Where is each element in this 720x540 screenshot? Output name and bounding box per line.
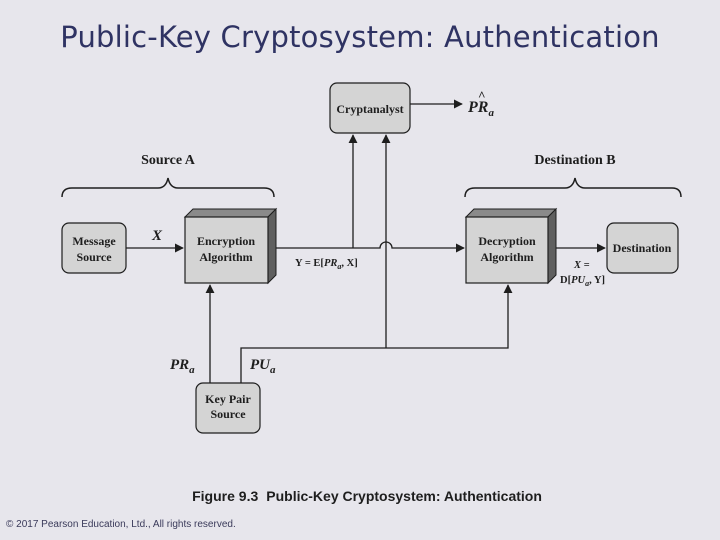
svg-text:Algorithm: Algorithm: [199, 250, 252, 264]
svg-text:Encryption: Encryption: [197, 234, 255, 248]
destination-b-brace: [464, 177, 682, 198]
cryptanalyst-box: Cryptanalyst: [329, 82, 411, 134]
svg-text:PRa: PRa: [467, 99, 494, 119]
source-a-brace: [61, 177, 275, 198]
recovered-plaintext-equation: X = D[PUa, Y]: [560, 260, 605, 288]
destination-box: Destination: [606, 222, 679, 274]
svg-text:Cryptanalyst: Cryptanalyst: [336, 102, 403, 116]
decryption-algorithm-box: Decryption Algorithm: [464, 207, 558, 285]
public-key-label: PUa: [250, 357, 276, 376]
encryption-algorithm-box: Encryption Algorithm: [183, 207, 278, 285]
estimated-private-key-label: PRa ^: [467, 88, 494, 119]
ciphertext-equation: Y = E[PRa, X]: [295, 258, 358, 271]
svg-text:Destination: Destination: [613, 241, 672, 255]
slide-title: Public-Key Cryptosystem: Authentication: [60, 20, 660, 54]
ciphertext-arrow: [276, 241, 465, 253]
svg-text:X =: X =: [573, 260, 590, 271]
svg-text:Message: Message: [72, 234, 116, 248]
private-key-label: PRa: [170, 357, 195, 376]
message-source-box: Message Source: [61, 222, 127, 274]
svg-text:Decryption: Decryption: [478, 234, 536, 248]
svg-text:D[PUa, Y]: D[PUa, Y]: [560, 275, 605, 288]
svg-text:Key Pair: Key Pair: [205, 392, 251, 406]
svg-text:Source: Source: [210, 407, 246, 421]
source-a-label: Source A: [141, 153, 196, 168]
copyright-notice: © 2017 Pearson Education, Ltd., All righ…: [6, 519, 236, 530]
svg-text:Source: Source: [76, 250, 112, 264]
public-key-path: [240, 284, 513, 383]
plaintext-x-label: X: [151, 228, 163, 244]
destination-b-label: Destination B: [534, 153, 615, 168]
svg-text:Algorithm: Algorithm: [480, 250, 533, 264]
svg-text:^: ^: [478, 88, 486, 103]
key-pair-source-box: Key Pair Source: [195, 382, 261, 434]
